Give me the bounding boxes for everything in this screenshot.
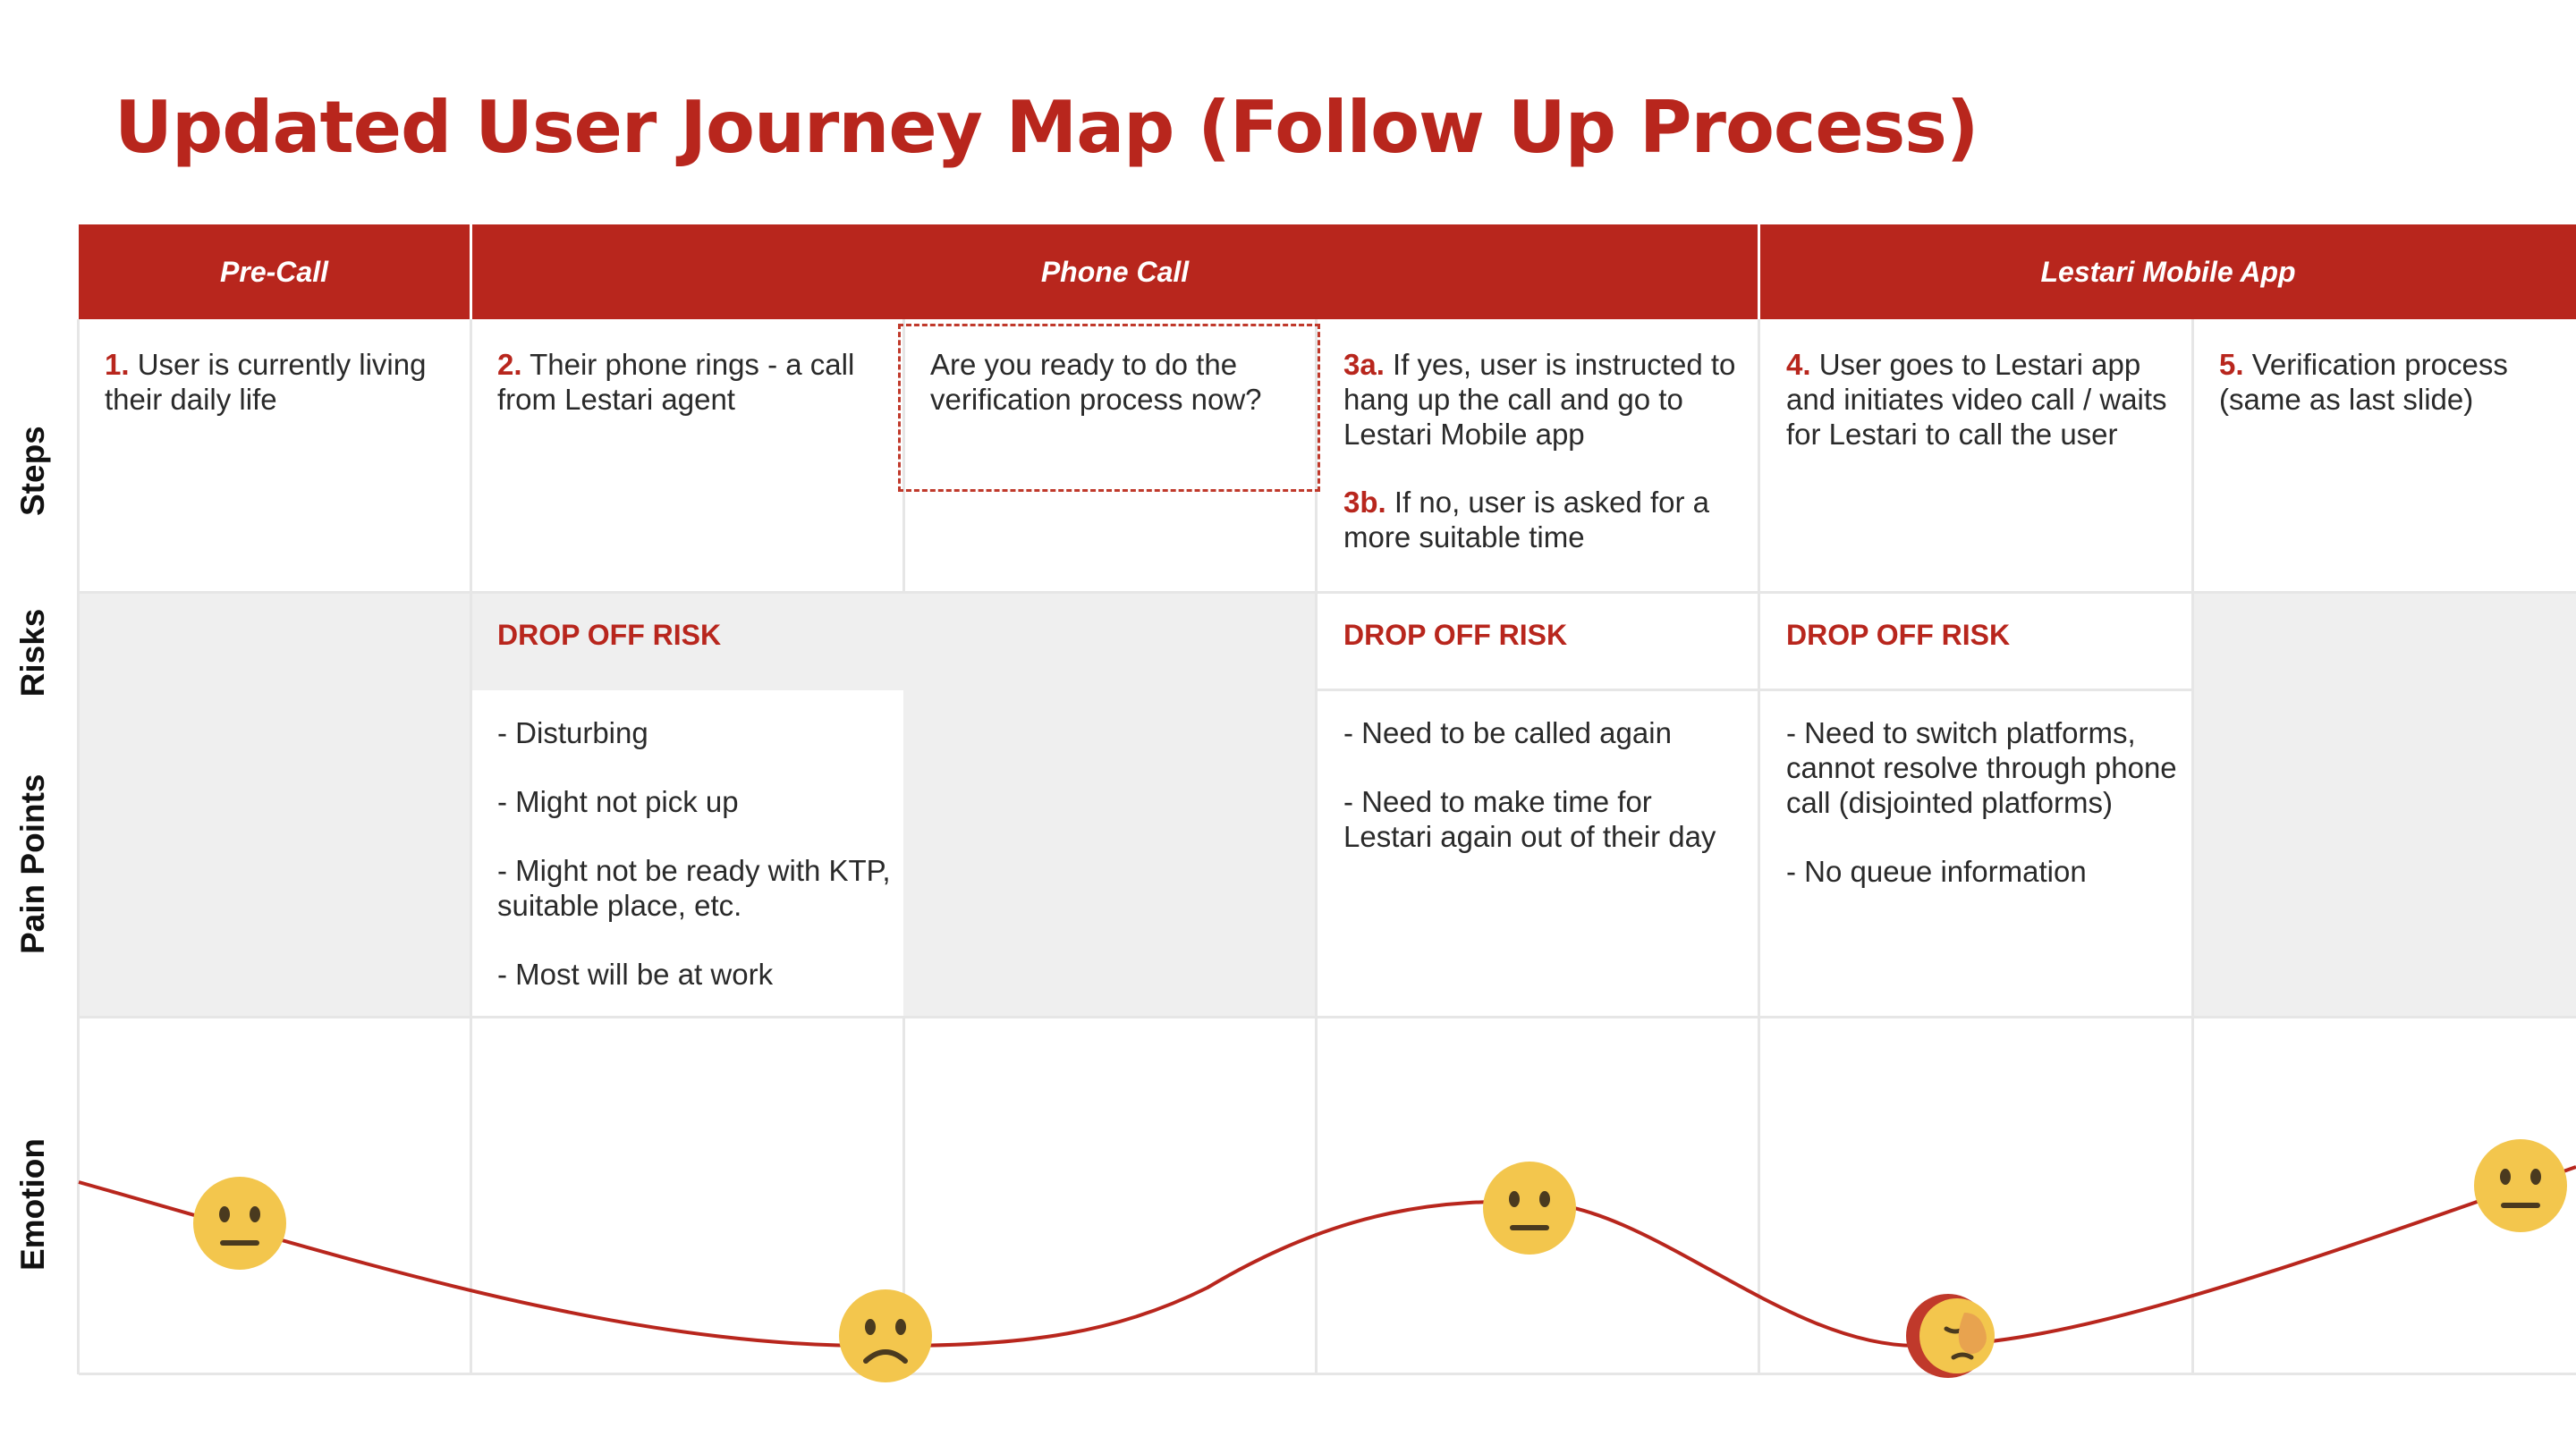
step-5-number: 5. (2219, 348, 2244, 381)
header-divider-2 (1758, 224, 1760, 319)
pain-points-step-4: - Need to switch platforms, cannot resol… (1786, 715, 2180, 923)
row-divider-steps (79, 591, 2576, 594)
pain-points-step-3: - Need to be called again - Need to make… (1343, 715, 1746, 888)
step-5-text: Verification process (same as last slide… (2219, 348, 2508, 416)
pain-point: - Might not be ready with KTP, suitable … (497, 854, 891, 922)
column-divider-4 (1758, 319, 1760, 1374)
column-divider-2b (902, 1017, 905, 1374)
step-3a: 3a. If yes, user is instructed to hang u… (1343, 347, 1746, 452)
step-5: 5. Verification process (same as last sl… (2219, 347, 2559, 417)
step-3b-text: If no, user is asked for a more suitable… (1343, 486, 1710, 553)
step-1-number: 1. (105, 348, 130, 381)
pain-point: - Need to be called again (1343, 716, 1672, 749)
step-question: Are you ready to do the verification pro… (930, 347, 1306, 417)
neutral-face-icon (2474, 1139, 2567, 1232)
frowning-face-icon (839, 1289, 932, 1382)
step-4-text: User goes to Lestari app and initiates v… (1786, 348, 2167, 451)
neutral-face-icon (1483, 1162, 1576, 1255)
pain-point: - Might not pick up (497, 785, 739, 818)
risk-pain-cell-step4 (1760, 592, 2191, 1016)
risk-step-3: DROP OFF RISK (1343, 619, 1568, 651)
step-1-text: User is currently living their daily lif… (105, 348, 427, 416)
table-bottom-border (79, 1373, 2576, 1375)
step-2-text: Their phone rings - a call from Lestari … (497, 348, 855, 416)
step-4-number: 4. (1786, 348, 1811, 381)
phase-header-phone-call: Phone Call (472, 224, 1758, 319)
column-divider-2a (902, 319, 905, 592)
page-title: Updated User Journey Map (Follow Up Proc… (114, 86, 1979, 169)
risk-pain-cell-step3 (1317, 592, 1758, 1016)
neutral-face-icon (193, 1177, 286, 1270)
risk-step-4: DROP OFF RISK (1786, 619, 2011, 651)
column-divider-1 (470, 319, 472, 1374)
pain-point: - Need to switch platforms, cannot resol… (1786, 716, 2177, 819)
column-divider-3 (1315, 319, 1318, 1374)
row-divider-pain (79, 1016, 2576, 1018)
step-2-number: 2. (497, 348, 522, 381)
step-question-text: Are you ready to do the verification pro… (930, 348, 1262, 416)
pain-point: - Most will be at work (497, 958, 774, 991)
pain-point: - No queue information (1786, 855, 2087, 888)
pain-points-step-2: - Disturbing - Might not pick up - Might… (497, 715, 891, 1026)
pain-point: - Need to make time for Lestari again ou… (1343, 785, 1716, 853)
step-4: 4. User goes to Lestari app and initiate… (1786, 347, 2180, 452)
step-3a-number: 3a. (1343, 348, 1385, 381)
step-3b-number: 3b. (1343, 486, 1386, 519)
question-dashed-box (898, 324, 1320, 492)
pain-cell-step2 (472, 690, 903, 1016)
column-divider-5 (2191, 319, 2194, 1374)
risk-step-2: DROP OFF RISK (497, 619, 722, 651)
step-3a-text: If yes, user is instructed to hang up th… (1343, 348, 1736, 451)
header-divider-1 (470, 224, 472, 319)
row-divider-risks (1317, 689, 2193, 691)
step-2: 2. Their phone rings - a call from Lesta… (497, 347, 882, 417)
table-left-border (77, 319, 80, 1374)
step-1: 1. User is currently living their daily … (105, 347, 453, 417)
phase-header-mobile-app: Lestari Mobile App (1760, 224, 2576, 319)
pain-point: - Disturbing (497, 716, 648, 749)
face-palm-icon (1906, 1294, 1995, 1378)
phase-header-pre-call: Pre-Call (79, 224, 470, 319)
step-3b: 3b. If no, user is asked for a more suit… (1343, 485, 1746, 554)
emotion-curve (78, 1165, 2576, 1348)
